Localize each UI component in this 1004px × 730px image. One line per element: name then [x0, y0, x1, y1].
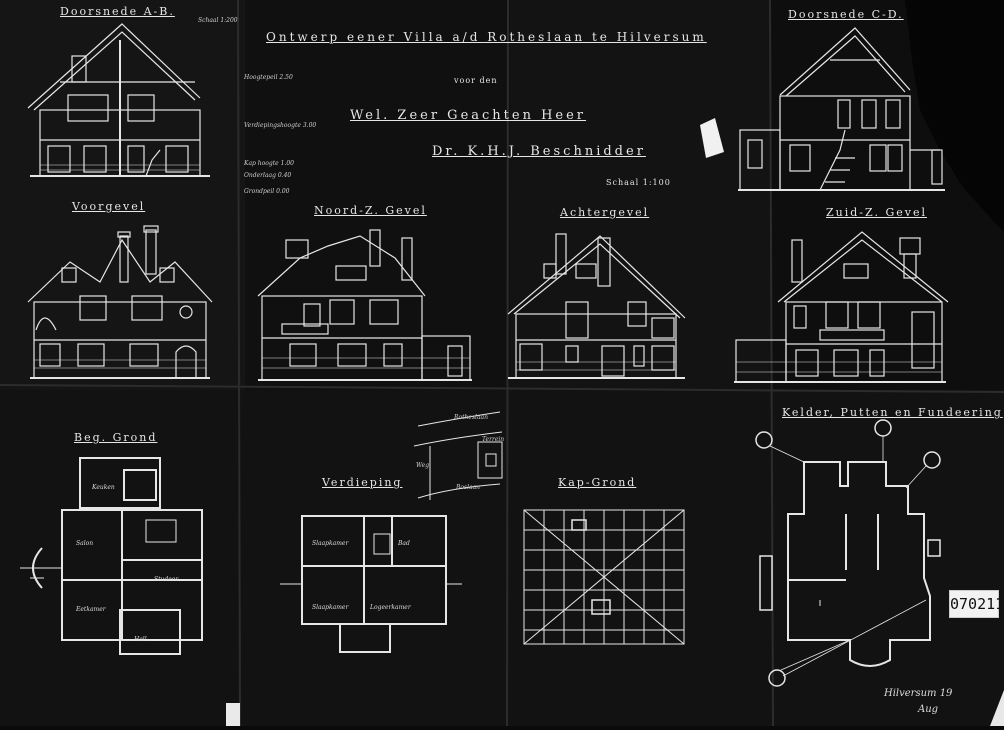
client-salutation: Wel. Zeer Geachten Heer: [350, 108, 587, 123]
section-ab-label: Doorsnede A-B.: [60, 5, 175, 18]
cellar-label: Kelder, Putten en Fundeering: [782, 406, 1003, 419]
upper-floor-plan: [280, 515, 462, 653]
signature-date: Aug: [918, 704, 939, 715]
ground-floor-plan: [20, 457, 203, 655]
room-label: Keuken: [92, 484, 115, 491]
rear-facade-label: Achtergevel: [560, 206, 650, 219]
room-label: Logeerkamer: [370, 604, 411, 611]
site-plan: [413, 411, 503, 500]
roof-plan-label: Kap-Grond: [558, 476, 637, 489]
section-cd-drawing: [738, 27, 945, 191]
north-facade-label: Noord-Z. Gevel: [314, 204, 427, 217]
south-facade-drawing: [734, 231, 949, 383]
rear-facade-drawing: [507, 233, 686, 379]
room-label: Bad: [398, 540, 410, 547]
drawing-scale: Schaal 1:100: [606, 178, 671, 187]
note-level-2: Verdiepingshoogte 3.00: [244, 122, 317, 129]
room-label: Slaapkamer: [312, 604, 349, 611]
drawing-title-line2: voor den: [454, 76, 498, 85]
paper-tear: [226, 703, 240, 726]
room-label: Eetkamer: [76, 606, 106, 613]
client-name: Dr. K.H.J. Beschnidder: [432, 144, 646, 159]
upper-floor-label: Verdieping: [322, 476, 403, 489]
section-cd-label: Doorsnede C-D.: [788, 8, 904, 21]
note-scale-small: Schaal 1:200: [198, 17, 238, 24]
north-facade-drawing: [257, 229, 472, 381]
room-label: Slaapkamer: [312, 540, 349, 547]
signature: Hilversum 19: [884, 688, 953, 699]
section-ab-drawing: [27, 23, 210, 177]
paper-tear: [700, 118, 724, 158]
room-label: Salon: [76, 540, 94, 547]
room-label: Studeer: [154, 576, 179, 583]
site-road-bottom: Boslaan: [456, 484, 481, 491]
note-level-3: Kap hoogte 1.00: [244, 160, 294, 167]
note-level-5: Grondpeil 0.00: [244, 188, 290, 195]
ground-floor-label: Beg. Grond: [74, 431, 158, 444]
site-road-top: Rotheslaan: [454, 414, 488, 421]
roof-plan: [523, 509, 685, 645]
note-level-1: Hoogtepeil 2.50: [244, 74, 293, 81]
room-label: Hall: [134, 636, 147, 643]
archive-stamp: 070211: [949, 590, 1004, 618]
drawing-title: Ontwerp eener Villa a/d Rotheslaan te Hi…: [266, 30, 707, 44]
note-level-4: Onderlaag 0.40: [244, 172, 292, 179]
front-facade-label: Voorgevel: [72, 200, 146, 213]
site-road-left: Weg: [416, 462, 430, 469]
cellar-plan: [755, 419, 941, 687]
front-facade-drawing: [27, 225, 213, 379]
site-plot: Terrein: [482, 436, 505, 443]
south-facade-label: Zuid-Z. Gevel: [826, 206, 927, 219]
